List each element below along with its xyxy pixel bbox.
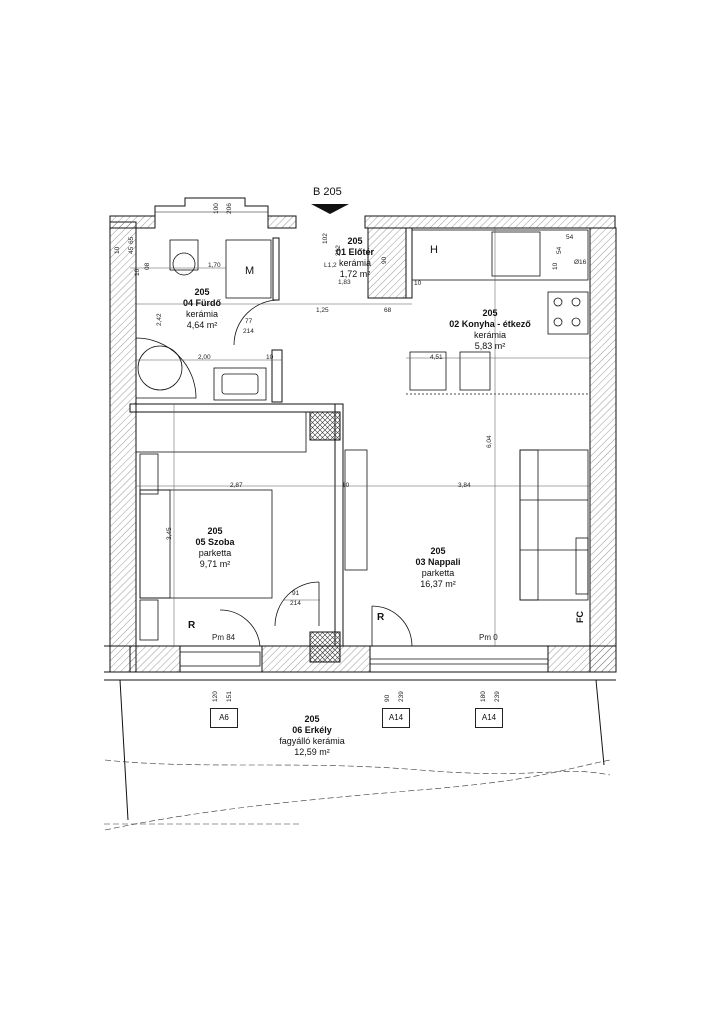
dimension-label: 54 [566,234,574,241]
dimension-label: 45 [128,246,135,254]
dimension-label: 239 [494,691,501,702]
room-area: 5,83 m² [474,341,506,351]
section-label: B 205 [313,186,342,198]
dimension-label: 3,45 [166,527,173,540]
dimension-label: 91 [292,590,300,597]
dimension-label: 10 [552,262,559,270]
room-area: 16,37 m² [420,579,456,589]
tag-h: H [430,244,438,256]
room-material: parketta [198,548,232,558]
room-material: fagyálló kerámia [279,736,345,746]
dimension-lines [130,228,590,646]
room-label-nappali: 205 03 Nappali parketta 16,37 m² [415,546,460,590]
level-label: Pm 0 [479,633,498,642]
room-label-erkely: 205 06 Erkély fagyálló kerámia 12,59 m² [279,714,345,758]
wall-outline [104,228,616,821]
dimension-label: 77 [245,318,253,325]
level-label: Pm 84 [212,633,236,642]
room-material: kerámia [473,330,506,340]
dimension-label: 239 [398,691,405,702]
room-number: 205 [482,308,498,318]
bathroom-fixtures [135,239,280,401]
room-number: 205 [304,714,320,724]
dimension-label: 90 [381,256,388,264]
dimension-label: 08 [144,262,151,270]
room-number: 205 [207,526,223,536]
dimension-label: 180 [480,691,487,702]
room-name: 02 Konyha - étkező [449,319,531,329]
dimension-label: 10 [342,482,350,489]
room-area: 4,64 m² [186,320,218,330]
bedroom-furniture [135,411,320,641]
dimension-label: 2,87 [230,482,243,489]
room-label-eloter: 205 01 Előtér kerámia 1,72 m² [336,236,374,280]
room-material: kerámia [338,258,371,268]
room-name: 06 Erkély [292,725,332,735]
axis-marker: A14 [382,708,410,728]
dimension-label: 214 [243,328,254,335]
axis-marker: A6 [210,708,238,728]
room-number: 205 [194,287,210,297]
dimension-label: 212 [335,245,342,256]
room-label-furdo: 205 04 Fürdő kerámia 4,64 m² [183,287,221,331]
room-name: 05 Szoba [195,537,235,547]
dimension-label: 1,70 [208,262,221,269]
dimension-label: 6,04 [486,435,493,448]
balcony-floor-lines [104,759,611,831]
tag-r-living: R [377,612,385,623]
interior-walls [129,227,413,663]
room-label-szoba: 205 05 Szoba parketta 9,71 m² [195,526,234,570]
dimension-label: Ø16 [574,259,587,266]
dimension-label: 3,84 [458,482,471,489]
dimension-label: 2,42 [156,313,163,326]
tag-m: M [245,265,255,277]
tag-r-bedroom: R [188,620,196,631]
dimension-label: 90 [384,694,391,702]
room-number: 205 [347,236,363,246]
dimension-label: 214 [290,600,301,607]
dimension-label: 102 [322,233,329,244]
room-name: 01 Előtér [335,247,375,257]
dimension-label: 1,83 [338,279,351,286]
dimension-label: 206 [226,203,233,214]
room-material: kerámia [185,309,219,319]
room-name: 03 Nappali [415,557,461,567]
dimension-label: 65 [128,236,135,244]
dimension-label: 10 [114,246,121,254]
dimension-label: 68 [384,307,392,314]
room-label-konyha: 205 02 Konyha - étkező kerámia 5,83 m² [449,308,531,352]
room-area: 9,71 m² [199,559,231,569]
tag-fc: FC [575,611,585,623]
room-area: 12,59 m² [294,747,330,757]
room-material: parketta [421,568,455,578]
kitchen-fixtures [406,229,590,395]
section-arrow [311,204,349,214]
dimension-label: 100 [213,203,220,214]
dimension-label: 151 [226,691,233,702]
dimension-label: 2,00 [198,354,211,361]
dimension-label: 10 [134,268,141,276]
dimension-label: 120 [212,691,219,702]
dimension-label: 4,51 [430,354,443,361]
living-furniture [344,449,589,601]
dimension-label: 1,25 [316,307,329,314]
dimension-label: L1,2 [324,262,337,269]
dimension-label: 54 [556,246,563,254]
doors [179,605,548,667]
room-name: 04 Fürdő [182,298,222,308]
outer-walls [109,197,617,673]
dimension-label: 10 [414,280,422,287]
axis-marker: A14 [475,708,503,728]
dimension-label: 10 [266,354,274,361]
room-area: 1,72 m² [339,269,371,279]
room-number: 205 [430,546,446,556]
